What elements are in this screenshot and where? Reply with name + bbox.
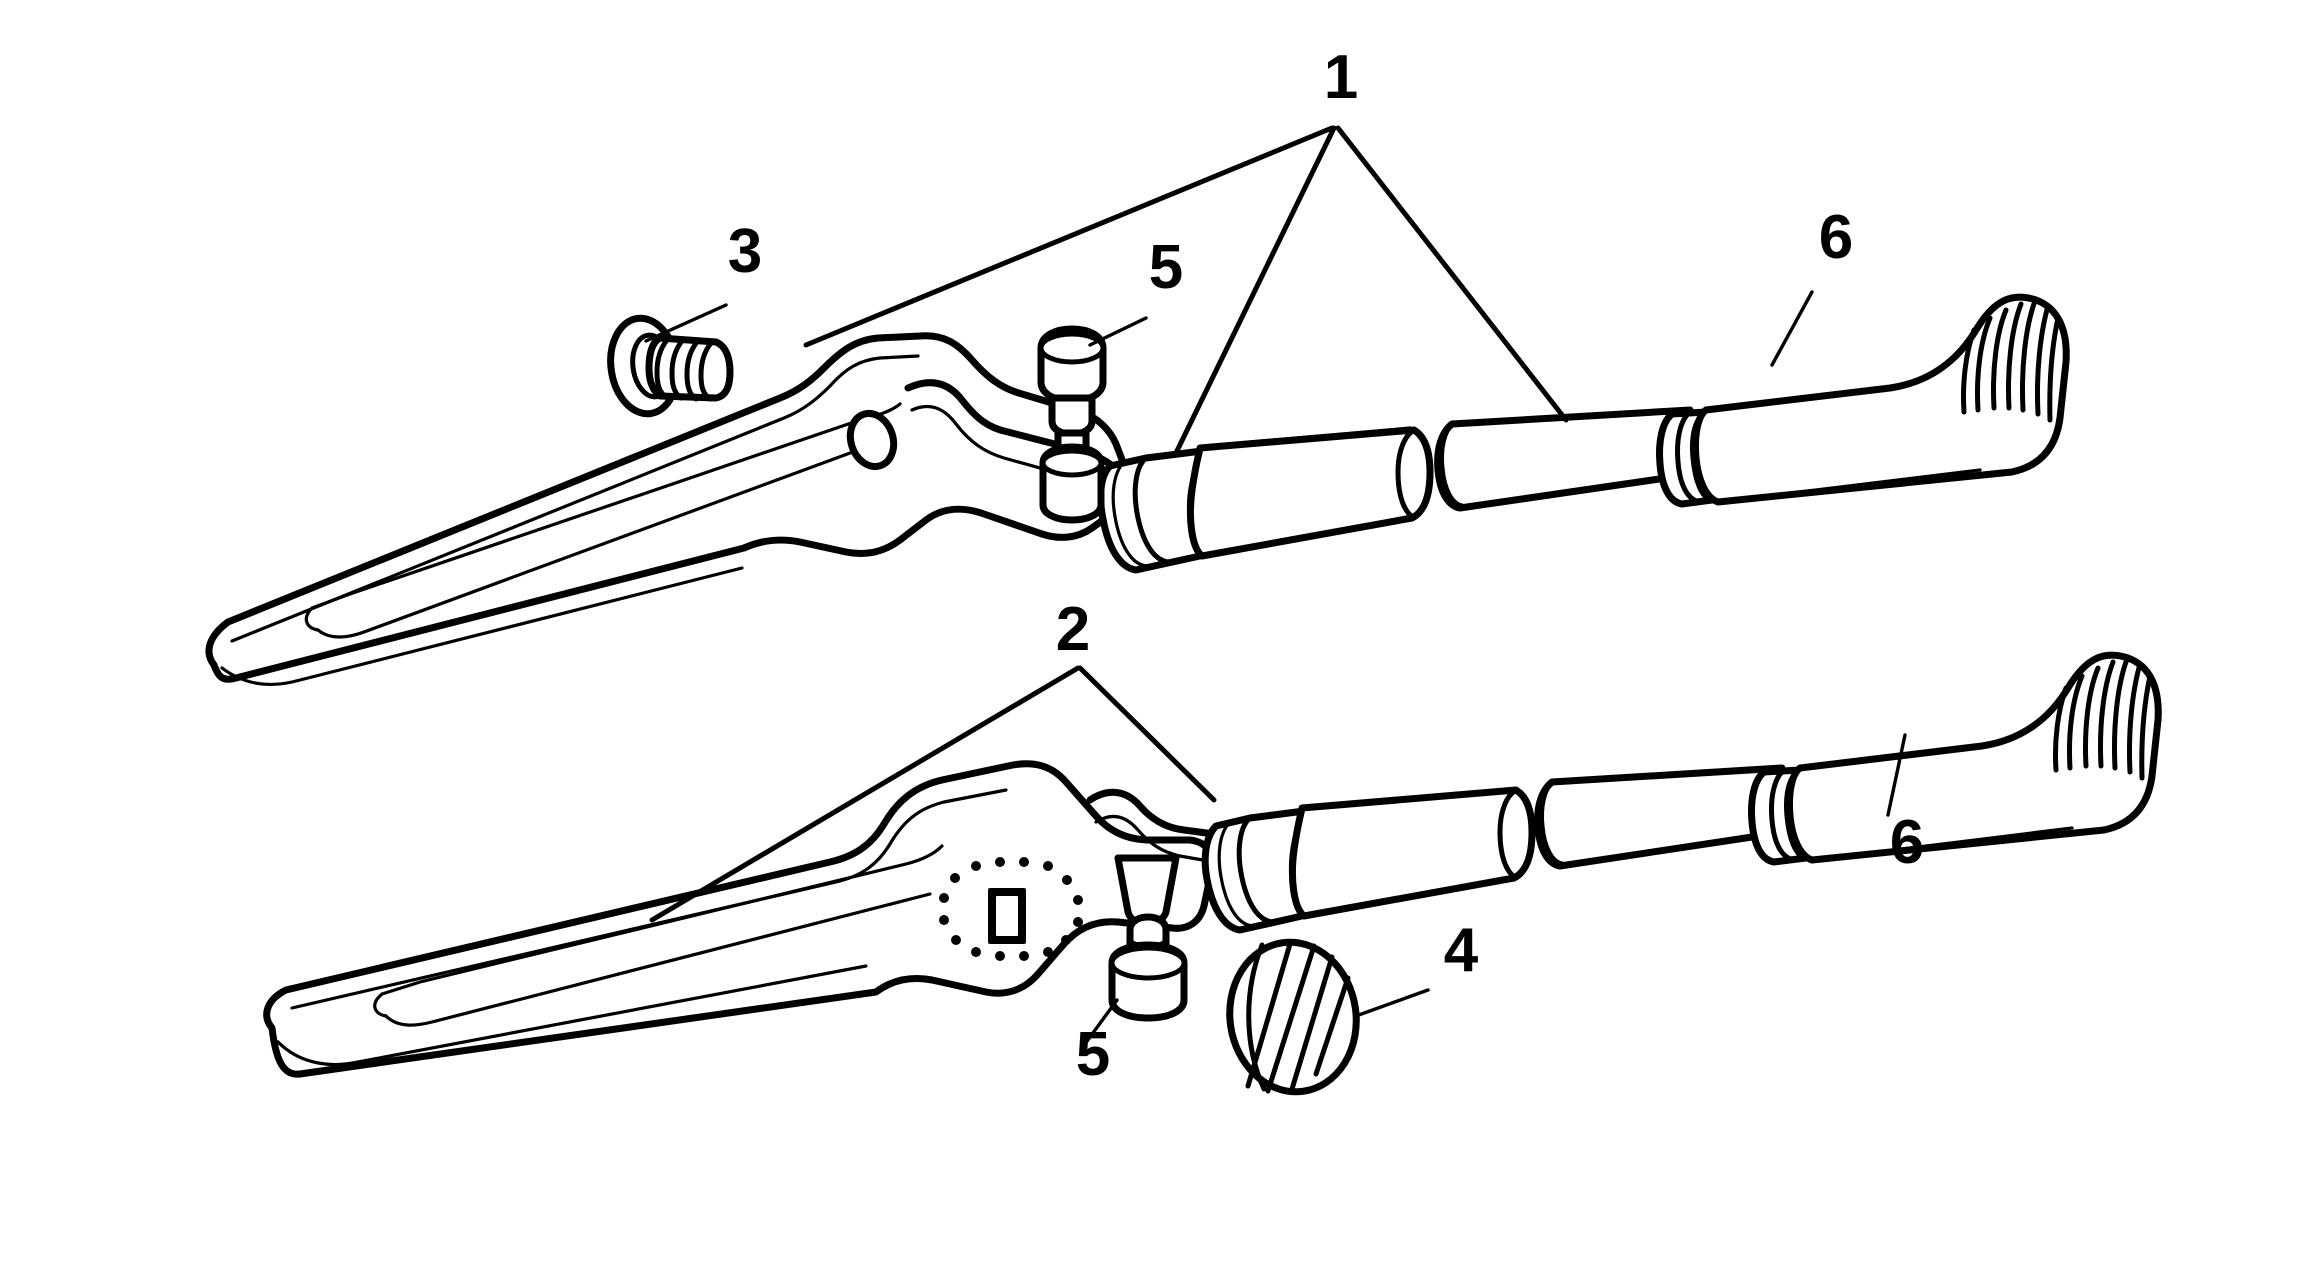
upper-ferrule-band-b [1111,460,1150,568]
cap-slot-line-5 [1313,975,1351,1077]
lower-grip-ribs [2053,656,2153,781]
cap-slot-line-4 [1289,954,1335,1092]
leader-6-upper [1770,290,1814,367]
lower-handle-tube-left [1288,786,1536,920]
lower-blade-recess-top [373,844,944,1018]
cap-slot-line-1 [1246,942,1267,1092]
leader-4 [1354,988,1430,1018]
lower-shear-assembly [263,651,2162,1078]
part-5-upper-bushing [1037,316,1148,524]
lower-handle-tube-left-end [1497,787,1519,881]
upper-handle-tube-left-end [1395,427,1417,521]
screw-threads [654,337,714,402]
lower-bushing-flange-top [1109,945,1187,981]
upper-arm-step-top [904,379,1082,454]
upper-arm-step-inner [910,404,1078,480]
upper-blade-edge-line [230,354,920,643]
callout-label-5-upper: 5 [1149,233,1183,302]
upper-blade-recess-lower [316,440,882,639]
callout-2-leaders [649,665,1217,923]
leader-5-upper [1088,316,1148,347]
leader-5-lower [1080,998,1119,1050]
lower-blade-dotted-circle [939,857,1083,961]
upper-handle-tube-left-top-line [1202,426,1412,448]
lower-ferrule-band-b [1217,820,1256,928]
leader-1-c [1335,125,1569,423]
cap-slot-line-2 [1245,941,1293,1089]
lower-handle-tube-right-end [1539,779,1565,867]
upper-blade-recess [304,402,902,632]
callout-label-1: 1 [1324,43,1358,112]
leader-2-b [1077,665,1217,803]
leader-2-a [649,665,1081,923]
callout-label-6-lower: 6 [1890,808,1924,877]
leader-3 [644,303,728,343]
lower-grip-underside [1810,826,2074,862]
upper-blade-thickness [220,566,744,687]
lower-arm-step-inner [1094,814,1216,864]
upper-pivot-hole [846,410,898,470]
upper-shear-assembly [205,293,2070,687]
leader-1-a [803,125,1335,348]
callout-label-6-upper: 6 [1819,203,1853,272]
upper-handle-tube-left [1186,426,1434,560]
part-5-lower-bushing [1080,854,1188,1050]
callout-1-leaders [803,125,1569,458]
upper-bushing-mid [1048,394,1096,438]
upper-grip-underside [1716,468,1982,504]
upper-ferrule-band-a [1132,455,1173,565]
callout-label-3: 3 [728,217,762,286]
upper-bushing-cap-top [1038,331,1106,365]
lower-arm-step-top [1086,788,1218,838]
leader-1-b [1172,125,1337,458]
lower-collar-ring-inner [1769,767,1797,863]
part-4-slotted-cap [1226,938,1430,1096]
cap-slot-line-3 [1265,943,1317,1094]
upper-grip-ribs [1961,298,2061,423]
lower-blade-slot-inner [996,896,1018,936]
lower-blade-thickness [276,964,868,1067]
callout-label-2: 2 [1056,595,1090,664]
callout-numbers: 1 2 3 4 5 5 6 6 [728,43,1924,1089]
lower-ferrule-band-a [1236,815,1277,925]
lower-blade-recess-bottom [384,892,932,1027]
upper-collar-ring-inner [1675,409,1703,505]
callout-label-4: 4 [1444,916,1479,985]
leader-6-lower [1886,733,1907,817]
upper-handle-tube-right-end [1439,421,1465,509]
part-3-screw-with-washer [607,303,734,418]
upper-bushing-sleeve-top [1040,448,1104,478]
callout-label-5-lower: 5 [1076,1020,1110,1089]
